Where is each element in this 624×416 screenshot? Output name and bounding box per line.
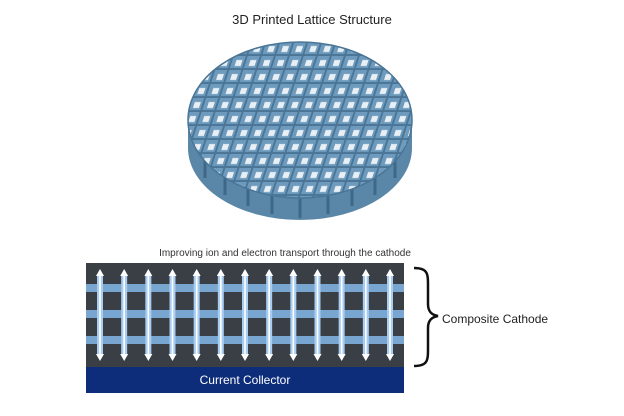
lattice-disc (187, 41, 413, 220)
transport-arrow (241, 269, 249, 361)
transport-arrow (289, 269, 298, 361)
cathode-brace (413, 266, 439, 368)
transport-arrow (361, 269, 370, 361)
transport-arrow (192, 269, 201, 361)
transport-arrow (337, 269, 346, 361)
lattice-top-face (188, 42, 412, 198)
transport-arrow (265, 269, 274, 361)
transport-arrow (120, 269, 129, 361)
lattice-top-rim (187, 41, 413, 199)
current-collector-label: Current Collector (199, 373, 291, 387)
transport-arrow (216, 269, 225, 361)
transport-arrows (96, 269, 394, 361)
current-collector (86, 367, 404, 393)
cathode-section (86, 263, 404, 393)
lattice-title: 3D Printed Lattice Structure (232, 12, 392, 27)
transport-arrow (313, 269, 322, 361)
transport-caption: Improving ion and electron transport thr… (159, 248, 411, 259)
transport-arrow (168, 269, 177, 361)
transport-arrow (386, 269, 394, 361)
transport-arrow (96, 269, 104, 361)
composite-cathode-label: Composite Cathode (442, 312, 549, 326)
transport-arrow (144, 269, 153, 361)
